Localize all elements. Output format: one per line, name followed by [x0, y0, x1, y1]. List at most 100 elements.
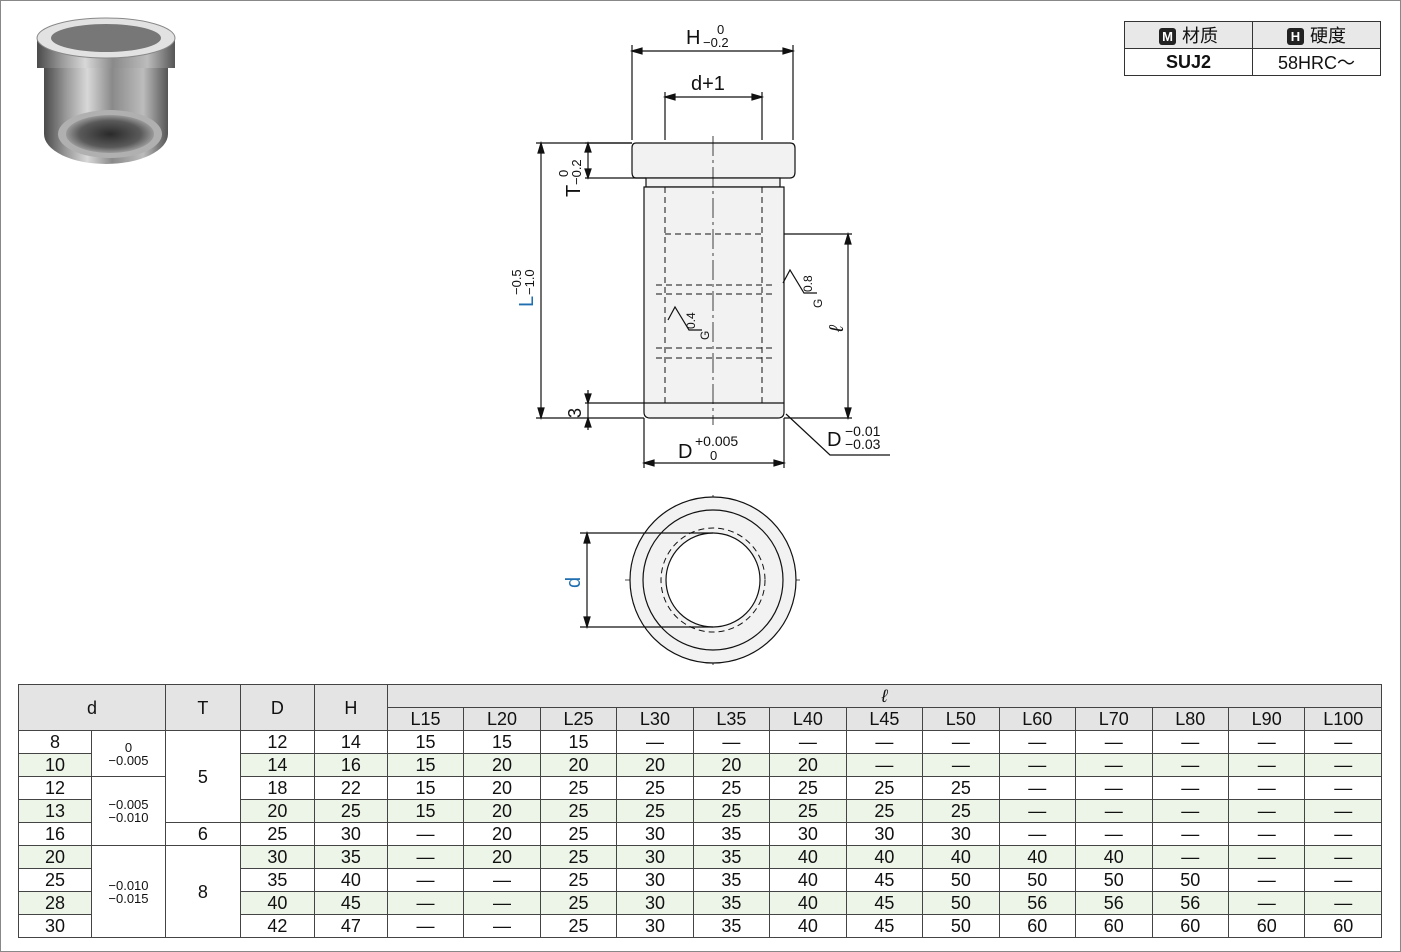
- cell-l-value: 25: [616, 776, 694, 800]
- roughness-outer-grade: G: [811, 299, 825, 308]
- cell-l-value: 50: [922, 891, 1000, 915]
- hardness-header: 硬度: [1310, 26, 1346, 46]
- cell-d: 13: [18, 799, 92, 823]
- dim-3-label: 3: [565, 408, 585, 418]
- cell-l-value: 15: [386, 799, 465, 823]
- cell-l-value: —: [922, 730, 1000, 754]
- cell-l-value: 40: [845, 845, 924, 869]
- header-l-column: L60: [998, 707, 1077, 731]
- cell-l-value: 30: [616, 891, 694, 915]
- cell-l-value: —: [998, 799, 1077, 823]
- cell-h: 47: [313, 914, 388, 938]
- cell-l-value: 25: [769, 776, 847, 800]
- cell-h: 16: [313, 753, 388, 777]
- cell-d-tolerance: −0.010−0.015: [90, 845, 166, 938]
- cell-l-value: 20: [616, 753, 694, 777]
- cell-l-value: —: [386, 845, 465, 869]
- cell-l-value: —: [1227, 891, 1306, 915]
- cell-l-value: —: [1151, 730, 1229, 754]
- roughness-outer-value: 0.8: [801, 275, 815, 292]
- tolerance-upper: −0.010: [108, 877, 149, 893]
- cell-h: 45: [313, 891, 388, 915]
- cell-l-value: —: [1227, 730, 1306, 754]
- cell-l-value: 20: [463, 822, 541, 846]
- cell-l-value: 20: [769, 753, 847, 777]
- cell-l-value: 35: [692, 891, 771, 915]
- cell-l-value: —: [1075, 799, 1153, 823]
- cell-d-tolerance: 0−0.005: [90, 730, 166, 777]
- dim-h-label: H: [686, 27, 700, 49]
- cell-l-value: —: [1304, 753, 1382, 777]
- cell-l-value: 15: [386, 753, 465, 777]
- cell-d: 20: [18, 845, 92, 869]
- cell-l-value: 25: [539, 799, 618, 823]
- cell-D: 42: [239, 914, 315, 938]
- cell-l-value: —: [1304, 799, 1382, 823]
- cell-t: 8: [164, 845, 241, 938]
- cell-l-value: 40: [1075, 845, 1153, 869]
- cell-l-value: 30: [616, 845, 694, 869]
- cell-l-value: 60: [1227, 914, 1306, 938]
- cell-l-value: —: [998, 776, 1077, 800]
- cell-l-value: —: [386, 914, 465, 938]
- cell-l-value: 40: [769, 891, 847, 915]
- cell-l-value: 25: [922, 799, 1000, 823]
- technical-drawing: H 0 −0.2 d+1 T 0 −0.2 L −0.5 −1.0 3 ℓ D …: [509, 22, 890, 665]
- header-l-column: L30: [616, 707, 694, 731]
- cell-l-value: —: [1227, 753, 1306, 777]
- cell-l-value: 25: [769, 799, 847, 823]
- header-l-column: L70: [1075, 707, 1153, 731]
- dim-d-plus-1-label: d+1: [691, 73, 725, 95]
- cell-l-value: 25: [845, 799, 924, 823]
- cell-l-value: 50: [998, 868, 1077, 892]
- header-l-column: L35: [692, 707, 771, 731]
- cell-l-value: —: [998, 822, 1077, 846]
- hardness-value: 58HRC～: [1252, 48, 1381, 76]
- dim-d-outer-tol-upper: −0.01: [845, 423, 881, 439]
- cell-l-value: 40: [922, 845, 1000, 869]
- cell-l-value: 25: [539, 914, 618, 938]
- cell-l-value: —: [1227, 776, 1306, 800]
- cell-d: 16: [18, 822, 92, 846]
- cell-l-value: 25: [539, 776, 618, 800]
- cell-l-value: 15: [386, 776, 465, 800]
- cell-l-value: —: [922, 753, 1000, 777]
- cell-l-value: 20: [463, 799, 541, 823]
- cell-l-value: 50: [1151, 868, 1229, 892]
- cell-h: 35: [313, 845, 388, 869]
- header-l-column: L40: [769, 707, 847, 731]
- cell-l-value: 56: [1075, 891, 1153, 915]
- cell-l-value: 25: [616, 799, 694, 823]
- cell-h: 40: [313, 868, 388, 892]
- header-D: D: [239, 684, 315, 731]
- cell-d-tolerance: −0.005−0.010: [90, 776, 166, 846]
- cell-l-value: 15: [463, 730, 541, 754]
- cell-l-value: 20: [463, 753, 541, 777]
- cell-l-value: —: [1227, 799, 1306, 823]
- cell-l-value: 30: [845, 822, 924, 846]
- cell-D: 20: [239, 799, 315, 823]
- cell-l-value: —: [998, 730, 1077, 754]
- dim-l-label: L: [516, 296, 538, 307]
- cell-h: 14: [313, 730, 388, 754]
- dim-t-tol-lower: −0.2: [569, 159, 584, 185]
- cell-l-value: —: [1304, 776, 1382, 800]
- cell-l-value: 35: [692, 822, 771, 846]
- cell-d: 8: [18, 730, 92, 754]
- header-l-column: L80: [1151, 707, 1229, 731]
- cell-l-value: —: [1304, 845, 1382, 869]
- header-l-column: L90: [1227, 707, 1306, 731]
- cell-l-value: —: [1075, 822, 1153, 846]
- cell-l-value: 15: [386, 730, 465, 754]
- dim-t-tol-upper: 0: [556, 170, 571, 177]
- dim-d-inner-tol-lower: 0: [710, 448, 717, 463]
- dim-d-outer-tol-lower: −0.03: [845, 436, 881, 452]
